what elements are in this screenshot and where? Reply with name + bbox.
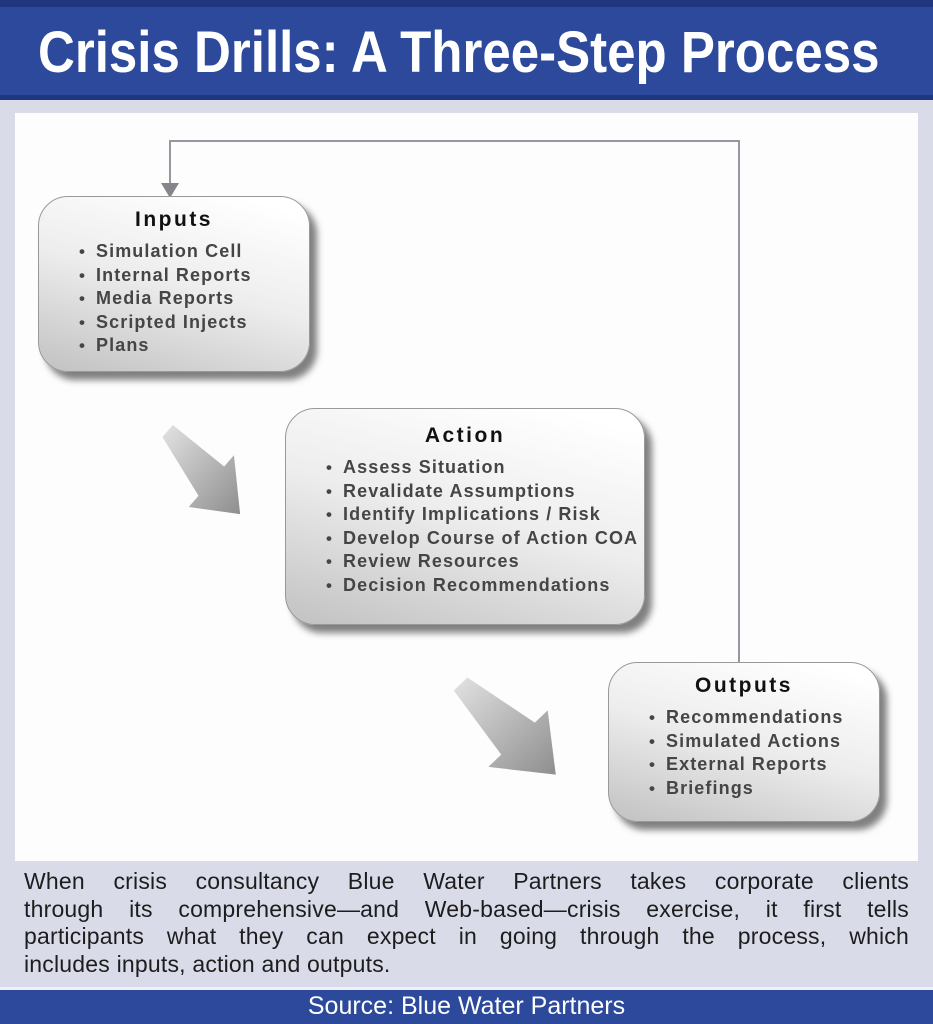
bullet-item: Decision Recommendations <box>326 574 638 598</box>
process-box-inputs: Inputs Simulation Cell Internal Reports … <box>38 196 310 372</box>
bullet-item: Revalidate Assumptions <box>326 480 638 504</box>
bullet-item: Internal Reports <box>79 264 303 288</box>
bullet-item: Simulation Cell <box>79 240 303 264</box>
caption-paragraph: When crisis consultancy Blue Water Partn… <box>24 868 909 978</box>
bullet-item: Media Reports <box>79 287 303 311</box>
bullet-item: Review Resources <box>326 550 638 574</box>
feedback-line-vertical-right <box>738 140 740 662</box>
box-title-outputs: Outputs <box>695 674 793 697</box>
caption-line: includes inputs, action and outputs. <box>24 950 391 977</box>
box-title-action: Action <box>424 424 506 447</box>
bullet-item: Assess Situation <box>326 456 638 480</box>
flow-arrow-inputs-to-action-icon <box>162 425 241 515</box>
action-list: Assess Situation Revalidate Assumptions … <box>286 456 644 597</box>
caption-line: participants what they can expect in goi… <box>24 923 909 949</box>
caption-line: through its comprehensive—and Web-based—… <box>24 895 909 922</box>
source-text: Source: Blue Water Partners <box>307 992 626 1020</box>
process-box-outputs: Outputs Recommendations Simulated Action… <box>608 662 880 822</box>
box-title-inputs: Inputs <box>135 208 213 231</box>
bullet-item: Scripted Injects <box>79 311 303 335</box>
bullet-item: Plans <box>79 334 303 358</box>
feedback-line-horizontal <box>170 140 740 142</box>
source-bar: Source: Blue Water Partners <box>0 987 933 1024</box>
feedback-line-vertical-left <box>169 140 171 184</box>
caption-line: When crisis consultancy Blue Water Partn… <box>24 868 909 894</box>
bullet-item: Identify Implications / Risk <box>326 503 638 527</box>
page-title: Crisis Drills: A Three-Step Process <box>38 20 880 85</box>
flow-arrow-action-to-outputs-icon <box>453 677 556 775</box>
title-bar: Crisis Drills: A Three-Step Process <box>0 0 933 100</box>
outputs-list: Recommendations Simulated Actions Extern… <box>609 706 879 800</box>
arrowhead-down-icon <box>161 183 179 198</box>
bullet-item: Briefings <box>649 777 873 801</box>
bullet-item: Recommendations <box>649 706 873 730</box>
bullet-item: External Reports <box>649 753 873 777</box>
inputs-list: Simulation Cell Internal Reports Media R… <box>39 240 309 358</box>
bullet-item: Simulated Actions <box>649 730 873 754</box>
bullet-item: Develop Course of Action COA <box>326 527 638 551</box>
process-box-action: Action Assess Situation Revalidate Assum… <box>285 408 645 625</box>
